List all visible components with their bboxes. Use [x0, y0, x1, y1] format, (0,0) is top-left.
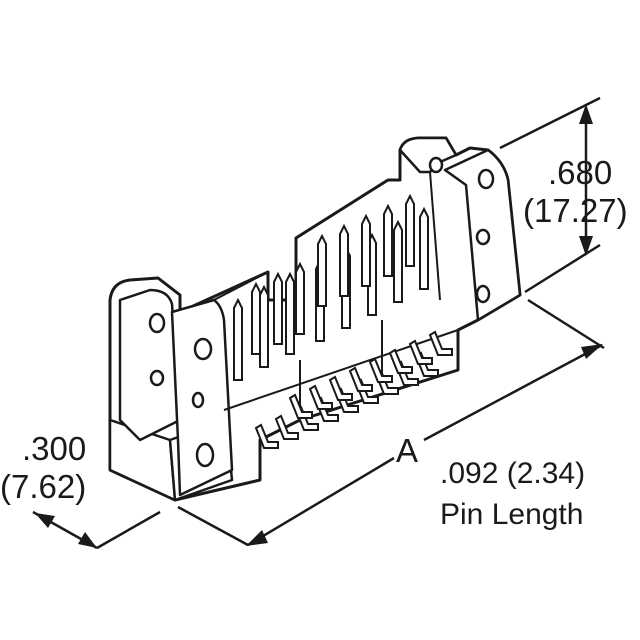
width-mm-label: (7.62) — [0, 468, 87, 505]
smt-lead — [428, 330, 453, 356]
header-pin — [273, 271, 283, 345]
header-pin — [295, 261, 305, 335]
height-mm-label: (17.27) — [523, 192, 628, 229]
header-pin — [383, 203, 393, 277]
pin-row-top — [233, 193, 429, 381]
smt-lead — [288, 393, 313, 419]
smt-lead — [328, 375, 353, 401]
pin-row-bottom — [254, 330, 453, 449]
header-pin — [405, 193, 415, 267]
header-pin — [361, 213, 371, 287]
smt-lead — [368, 357, 393, 383]
header-pin — [233, 297, 243, 381]
header-pin — [259, 284, 269, 368]
smt-lead — [274, 414, 299, 440]
height-dimension — [499, 96, 601, 294]
header-pin — [285, 271, 295, 355]
width-dimension — [32, 510, 161, 550]
width-inch-label: .300 — [22, 430, 87, 467]
length-a-label: A — [396, 432, 419, 469]
height-inch-label: .680 — [548, 154, 613, 191]
header-pin — [393, 219, 403, 303]
header-pin — [317, 233, 327, 307]
header-pin — [419, 206, 429, 290]
smt-lead — [308, 384, 333, 410]
header-pin — [251, 281, 261, 355]
smt-lead — [254, 423, 279, 449]
smt-lead — [408, 339, 433, 365]
mounting-holes — [148, 156, 495, 468]
pin-length-label: Pin Length — [440, 498, 584, 531]
header-pin — [339, 223, 349, 297]
smt-lead — [388, 348, 413, 374]
smt-lead — [348, 366, 373, 392]
pin-length-value: .092 (2.34) — [440, 457, 586, 490]
length-a-dimension — [177, 298, 605, 547]
